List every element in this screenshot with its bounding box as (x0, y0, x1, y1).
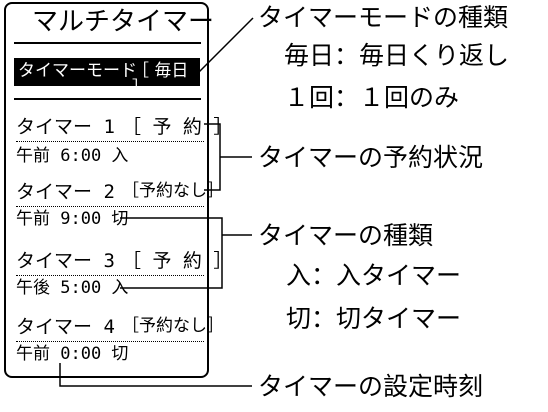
timer-1-name: タイマー 1 (16, 116, 115, 138)
timer-1-time: 午前 6:00 入 (16, 146, 129, 166)
leader-timer-type-bracket (120, 217, 223, 289)
timer-2-name: タイマー 2 (16, 181, 115, 203)
annotation-mode-type-line-2: １回：１回のみ (284, 83, 460, 112)
leader-time-setting (59, 363, 252, 387)
annotation-time-setting-title: タイマーの設定時刻 (258, 372, 484, 401)
timer-mode-label: タイマーモード (18, 61, 137, 81)
timer-3-separator (16, 275, 204, 276)
timer-4-separator (16, 341, 204, 342)
timer-4-time: 午前 0:00 切 (16, 344, 129, 364)
timer-3-status: ［ 予 約 ］ (122, 250, 233, 272)
mode-divider (14, 98, 201, 100)
timer-3-time: 午後 5:00 入 (16, 278, 129, 298)
annotation-timer-type-line-2: 切：切タイマー (286, 304, 462, 333)
timer-2-separator (16, 206, 204, 207)
annotation-timer-type-title: タイマーの種類 (258, 221, 434, 250)
annotation-timer-type-line-1: 入：入タイマー (286, 261, 462, 290)
annotation-mode-type-title: タイマーモードの種類 (258, 3, 509, 32)
annotation-reservation-title: タイマーの予約状況 (258, 143, 484, 172)
leader-reservation-bracket (204, 123, 221, 191)
timer-2-status: ［予約なし］ (122, 181, 224, 201)
timer-mode-bar: タイマーモード ［ 毎日 ］ (14, 58, 200, 97)
timer-1-status: ［ 予 約 ］ (122, 116, 233, 138)
title-underline (14, 42, 201, 44)
timer-1-separator (16, 141, 204, 142)
leader-mode-type (198, 17, 254, 73)
timer-4-status: ［予約なし］ (122, 316, 224, 336)
panel-title: マルチタイマー (32, 7, 215, 37)
timer-4-name: タイマー 4 (16, 316, 115, 338)
timer-2-time: 午前 9:00 切 (16, 209, 129, 229)
timer-3-name: タイマー 3 (16, 250, 115, 272)
annotation-mode-type-line-1: 毎日：毎日くり返し (284, 41, 510, 70)
timer-mode-value: ［ 毎日 ］ (132, 61, 189, 98)
